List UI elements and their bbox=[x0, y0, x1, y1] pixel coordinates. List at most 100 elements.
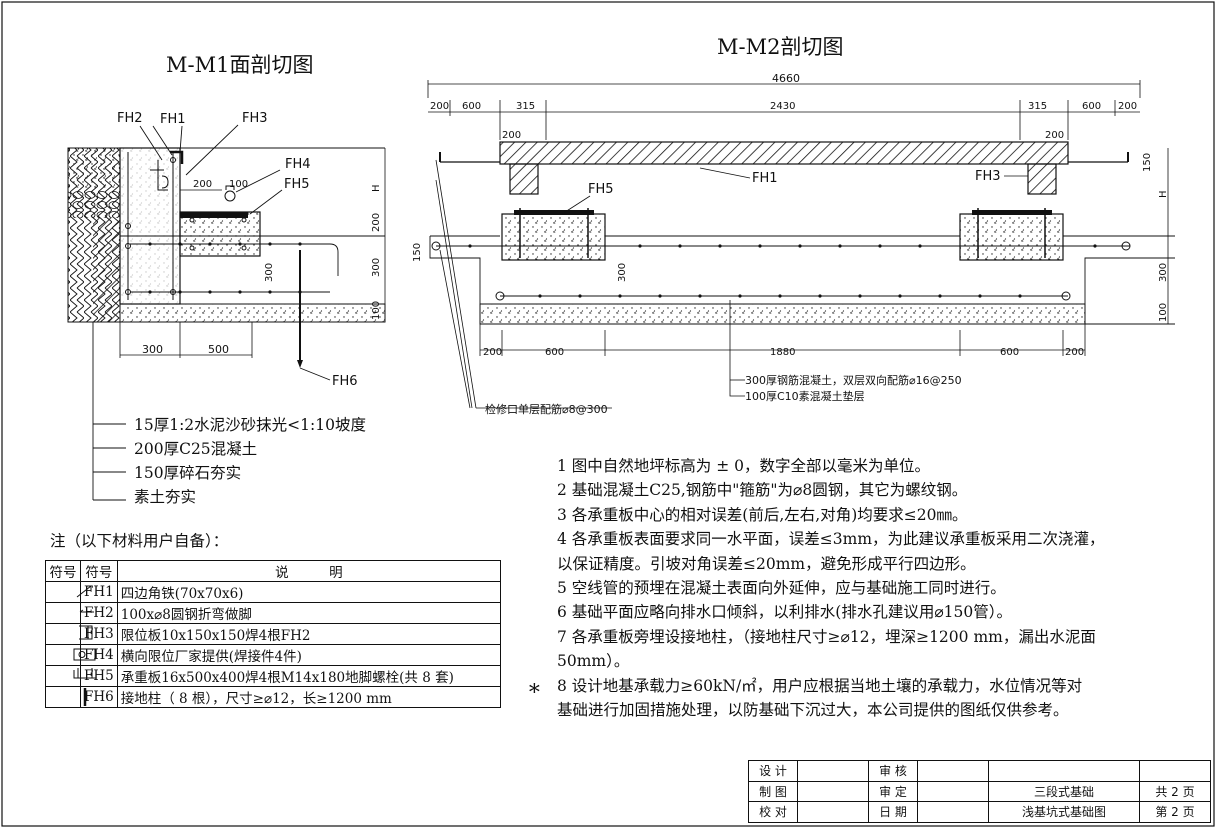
row-desc: 接地柱（ 8 根），尺寸≥⌀12，长≥1200 mm bbox=[116, 686, 502, 708]
m2-title: M-M2剖切图 bbox=[717, 35, 843, 59]
tb-draw: 制 图 bbox=[748, 780, 798, 803]
m2-section: 4660 200 600 315 2430 315 600 200 200 20… bbox=[412, 72, 1175, 416]
row-desc: 100x⌀8圆钢折弯做脚 bbox=[116, 602, 502, 624]
note-5: 5 空线管的预埋在混凝土表面向外延伸，应与基础施工同时进行。 bbox=[557, 579, 1006, 598]
m1-label-fh1: FH1 bbox=[160, 112, 186, 127]
m1-dim-v300: 300 bbox=[371, 258, 382, 277]
m2-dim-overall: 4660 bbox=[772, 72, 800, 85]
m2-pedestal-left bbox=[501, 213, 606, 261]
m1-dim-500: 500 bbox=[208, 343, 229, 356]
title-block: 设 计 审 核 制 图 审 定 三段式基础 共 2 页 校 对 日 期 浅基坑式… bbox=[748, 760, 1211, 823]
m1-label-fh6: FH6 bbox=[332, 374, 358, 389]
row-code: FH3 bbox=[80, 623, 118, 645]
m1-dim-v100: 100 bbox=[371, 301, 382, 320]
m2-callout-slab: 300厚钢筋混凝土，双层双向配筋⌀16@250 bbox=[745, 373, 962, 387]
header-symbol: 符号 bbox=[45, 560, 81, 582]
m2-dim-l150: 150 bbox=[412, 243, 423, 262]
note-3: 3 各承重板中心的相对误差(前后,左右,对角)均要求≤20㎜。 bbox=[557, 505, 968, 524]
table-header: 符号 符号 说 明 bbox=[45, 560, 502, 582]
m1-title: M-M1面剖切图 bbox=[166, 53, 313, 77]
note-8b: 基础进行加固措施处理，以防基础下沉过大，本公司提供的图纸仅供参考。 bbox=[557, 701, 1069, 720]
m2-dim-bot-2: 1880 bbox=[770, 347, 795, 358]
note-4b: 以保证精度。引坡对角误差≤20mm，避免形成平行四边形。 bbox=[557, 554, 976, 573]
tb-date: 日 期 bbox=[868, 801, 918, 823]
note-4: 4 各承重板表面要求同一水平面，误差≤3mm，为此建议承重板采用二次浇灌， bbox=[557, 530, 1105, 549]
m1-label-fh4: FH4 bbox=[285, 157, 311, 172]
m2-dim-bot-1: 600 bbox=[545, 347, 564, 358]
tb-check: 校 对 bbox=[748, 801, 798, 823]
layer-1: 200厚C25混凝土 bbox=[134, 440, 258, 458]
note-7b: 50mm）。 bbox=[557, 652, 630, 671]
tb-design: 设 计 bbox=[748, 760, 798, 782]
m2-dim-top-2: 315 bbox=[516, 101, 535, 112]
tb-review: 审 核 bbox=[868, 760, 918, 782]
m2-dim-bot-4: 200 bbox=[1065, 347, 1084, 358]
m2-pedestal-right bbox=[959, 213, 1064, 261]
note-2: 2 基础混凝土C25,钢筋中"箍筋"为⌀8圆钢，其它为螺纹钢。 bbox=[557, 481, 968, 500]
m2-pad bbox=[479, 303, 1086, 325]
layer-2: 150厚碎石夯实 bbox=[134, 464, 242, 482]
header-desc: 说 明 bbox=[116, 560, 502, 582]
m2-callout-pad: 100厚C10素混凝土垫层 bbox=[745, 389, 865, 403]
m1-dim-100: 100 bbox=[229, 179, 248, 190]
m2-dim-top-3: 2430 bbox=[770, 101, 795, 112]
m2-top-beam bbox=[499, 141, 1069, 165]
tb-page: 第 2 页 bbox=[1139, 801, 1211, 823]
row-code: FH6 bbox=[80, 686, 118, 708]
header-code: 符号 bbox=[80, 560, 118, 582]
m2-dim-r150: 150 bbox=[1142, 153, 1153, 172]
row-desc: 承重板16x500x400焊4根M14x180地脚螺栓(共 8 套) bbox=[116, 665, 502, 687]
tb-name1: 三段式基础 bbox=[988, 780, 1140, 803]
m1-dim-200: 200 bbox=[193, 179, 212, 190]
notes-list: 1 图中自然地坪标高为 ± 0，数字全部以毫米为单位。 2 基础混凝土C25,钢… bbox=[557, 454, 1105, 722]
m2-dim-bot-0: 200 bbox=[483, 347, 502, 358]
m1-label-fh2: FH2 bbox=[117, 111, 143, 126]
m2-label-fh3: FH3 bbox=[975, 169, 1001, 184]
m2-dim-top-0: 200 bbox=[430, 101, 449, 112]
layer-3: 素土夯实 bbox=[134, 488, 197, 506]
m2-label-fh5: FH5 bbox=[588, 182, 614, 197]
m1-label-fh3: FH3 bbox=[242, 111, 268, 126]
note-7: 7 各承重板旁埋设接地柱，（接地柱尺寸≥⌀12，埋深≥1200 mm，漏出水泥面 bbox=[557, 627, 1096, 646]
m2-dim-mid300: 300 bbox=[617, 263, 628, 282]
m1-pad bbox=[119, 303, 386, 323]
row-desc: 横向限位厂家提供(焊接件4件) bbox=[116, 644, 502, 666]
row-code: FH2 bbox=[80, 602, 118, 624]
m2-dim-top-1: 600 bbox=[462, 101, 481, 112]
note-star: ∗ bbox=[527, 676, 542, 701]
m1-dim-v200: 200 bbox=[371, 213, 382, 232]
m2-label-fh1: FH1 bbox=[752, 171, 778, 186]
m2-callout-pit: 检修口单层配筋⌀8@300 bbox=[485, 402, 608, 416]
note-8: 8 设计地基承载力≥60kN/㎡，用户应根据当地土壤的承载力，水位情况等对 bbox=[557, 676, 1083, 695]
row-desc: 限位板10x150x150焊4根FH2 bbox=[116, 623, 502, 645]
tb-approve: 审 定 bbox=[868, 780, 918, 803]
m2-dim-top-4: 315 bbox=[1028, 101, 1047, 112]
row-code: FH5 bbox=[80, 665, 118, 687]
m2-dim-bot-3: 600 bbox=[1000, 347, 1019, 358]
m2-dim-top-5: 600 bbox=[1082, 101, 1101, 112]
m2-dim-r100: 100 bbox=[1158, 303, 1169, 322]
tb-name2: 浅基坑式基础图 bbox=[988, 801, 1140, 823]
m2-dim-inner-a: 200 bbox=[502, 130, 521, 141]
m1-label-fh5: FH5 bbox=[284, 177, 310, 192]
note-1: 1 图中自然地坪标高为 ± 0，数字全部以毫米为单位。 bbox=[557, 457, 930, 475]
row-desc: 四边角铁(70x70x6) bbox=[116, 581, 502, 603]
m1-section: FH2 FH1 FH3 FH4 FH5 FH6 200 100 H 200 30… bbox=[67, 111, 386, 501]
materials-title: 注（以下材料用户自备）： bbox=[50, 532, 229, 550]
m2-dim-rh: H bbox=[1158, 190, 1169, 198]
m1-dim-h: H bbox=[371, 184, 382, 192]
layer-0: 15厚1:2水泥沙砂抹光<1:10坡度 bbox=[134, 416, 366, 434]
m1-pedestal bbox=[179, 211, 261, 257]
m2-dim-inner-b: 200 bbox=[1045, 130, 1064, 141]
m1-dim-v300b: 300 bbox=[264, 263, 275, 282]
m1-dim-300: 300 bbox=[142, 343, 163, 356]
row-code: FH4 bbox=[80, 644, 118, 666]
m2-dim-top-6: 200 bbox=[1118, 101, 1137, 112]
